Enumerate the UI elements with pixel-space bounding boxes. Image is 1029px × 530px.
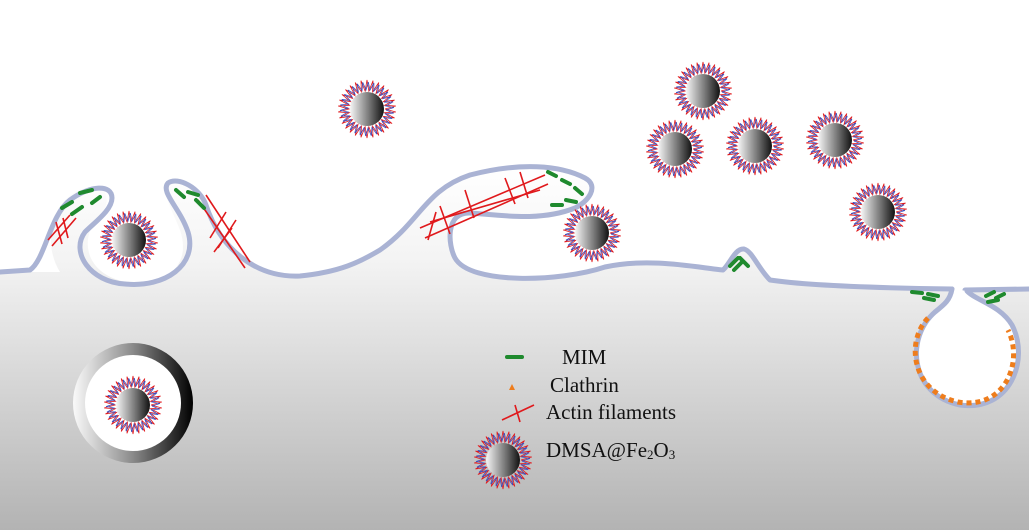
nanoparticle-icon [645, 119, 705, 179]
legend: MIM Clathrin Actin filaments DMSA@Fe2O3 [473, 345, 676, 490]
nanoparticle-icon [337, 79, 397, 139]
plasma-membrane-right [962, 286, 1029, 293]
legend-mim-label: MIM [562, 345, 607, 369]
actin-filaments [47, 171, 549, 269]
cytoplasm [0, 166, 1029, 530]
clathrin-icon [509, 384, 515, 390]
nanoparticle-icon [562, 203, 622, 263]
nanoparticle-icon [848, 182, 908, 242]
legend-particle-label: DMSA@Fe2O3 [546, 438, 675, 462]
nanoparticle-icon [99, 210, 159, 270]
clathrin-pit [913, 286, 1021, 409]
nanoparticle-icon [673, 61, 733, 121]
actin-icon [501, 404, 535, 423]
mim-proteins [60, 170, 1006, 304]
legend-clathrin-label: Clathrin [550, 373, 619, 397]
nanoparticle-icon [725, 116, 785, 176]
clathrin-coat [912, 316, 1017, 406]
legend-actin-label: Actin filaments [546, 400, 676, 424]
plasma-membrane [0, 164, 955, 292]
nanoparticle-icon [805, 110, 865, 170]
